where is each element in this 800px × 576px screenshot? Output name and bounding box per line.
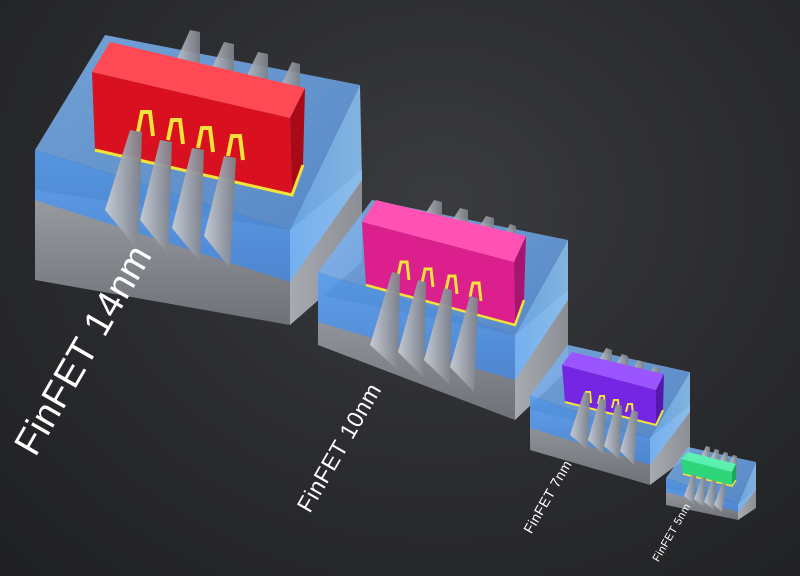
fins-front [105, 130, 236, 268]
gate-top [92, 42, 305, 118]
fin-liners [136, 110, 245, 161]
substrate-side [290, 170, 362, 325]
gate-front [92, 72, 292, 195]
finfet-14nm-block [35, 30, 362, 325]
oxide-side [290, 85, 362, 282]
finfet-10nm-block [318, 200, 568, 420]
finfet-5nm-block [666, 446, 756, 520]
finfet-7nm-block [530, 345, 690, 485]
